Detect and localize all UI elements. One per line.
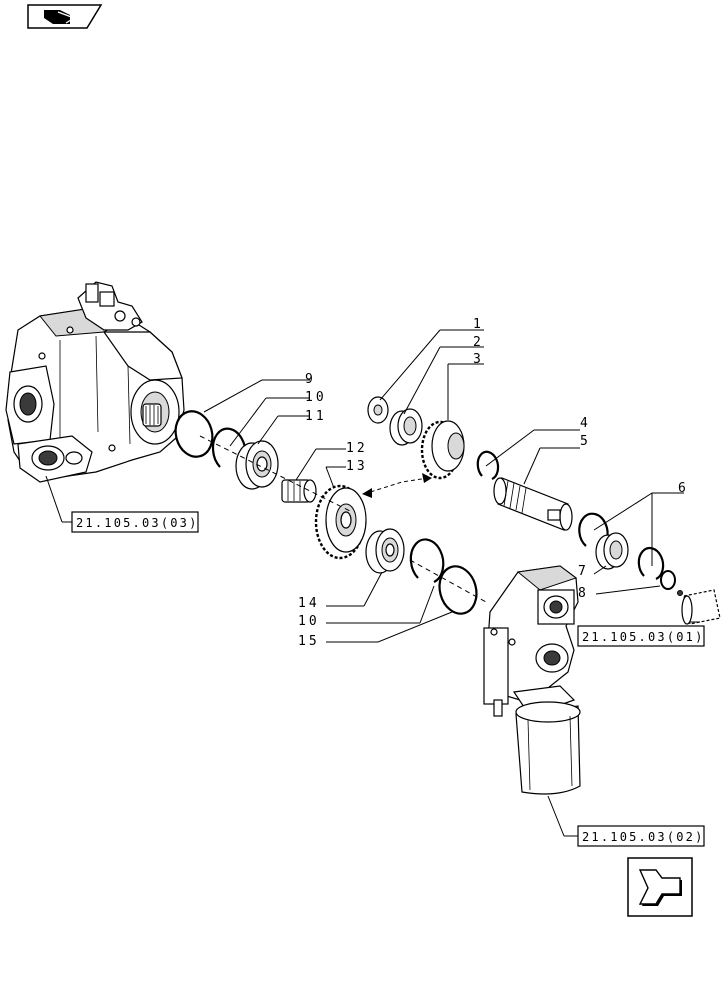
part-11-ball-bearing [235, 440, 279, 490]
ref-label-filter-housing[interactable]: 21.105.03(02) [582, 830, 705, 844]
callout-3[interactable]: 3 [473, 352, 484, 367]
part-10-snap-ring-lower [409, 538, 445, 583]
part-2-bearing [389, 408, 423, 446]
part-15-o-ring [438, 565, 478, 615]
part-12-splined-sleeve [281, 479, 317, 503]
part-1-washer [367, 396, 389, 424]
callout-12[interactable]: 12 [346, 441, 368, 456]
ref-box-filter-housing[interactable] [577, 825, 705, 847]
part-3-gear [420, 420, 465, 480]
callout-13[interactable]: 13 [346, 459, 368, 474]
part-7-bearing [595, 532, 629, 570]
part-13-gear [314, 484, 367, 560]
part-14-ball-bearing [365, 528, 405, 574]
callout-1[interactable]: 1 [473, 317, 484, 332]
part-8-o-ring [660, 570, 676, 590]
callout-9[interactable]: 9 [305, 372, 316, 387]
callout-6[interactable]: 6 [678, 481, 689, 496]
callout-5[interactable]: 5 [580, 434, 591, 449]
hydraulic-pump-illustration [5, 281, 185, 483]
ref-label-shaft-end[interactable]: 21.105.03(01) [582, 630, 705, 644]
part-6-snap-ring-b [637, 546, 665, 580]
previous-page-arrow-icon[interactable] [627, 857, 693, 917]
callout-10[interactable]: 10 [305, 390, 327, 405]
callout-14[interactable]: 14 [298, 596, 320, 611]
shaft-end-sleeve [677, 589, 721, 625]
part-9-o-ring [174, 410, 214, 458]
callout-leaders [203, 329, 684, 643]
part-4-snap-ring [476, 450, 500, 481]
ref-label-hydraulic-pump[interactable]: 21.105.03(03) [76, 516, 199, 530]
part-5-shaft [493, 477, 573, 531]
callout-8[interactable]: 8 [578, 586, 589, 601]
filter-housing-illustration [483, 565, 581, 795]
ref-box-shaft-end[interactable] [577, 625, 705, 647]
callout-7[interactable]: 7 [578, 564, 589, 579]
callout-10-lower[interactable]: 10 [298, 614, 320, 629]
callout-2[interactable]: 2 [473, 335, 484, 350]
ref-box-hydraulic-pump[interactable] [71, 511, 199, 533]
binder-icon[interactable] [27, 4, 103, 29]
callout-4[interactable]: 4 [580, 416, 591, 431]
callout-11[interactable]: 11 [305, 409, 327, 424]
callout-15[interactable]: 15 [298, 634, 320, 649]
